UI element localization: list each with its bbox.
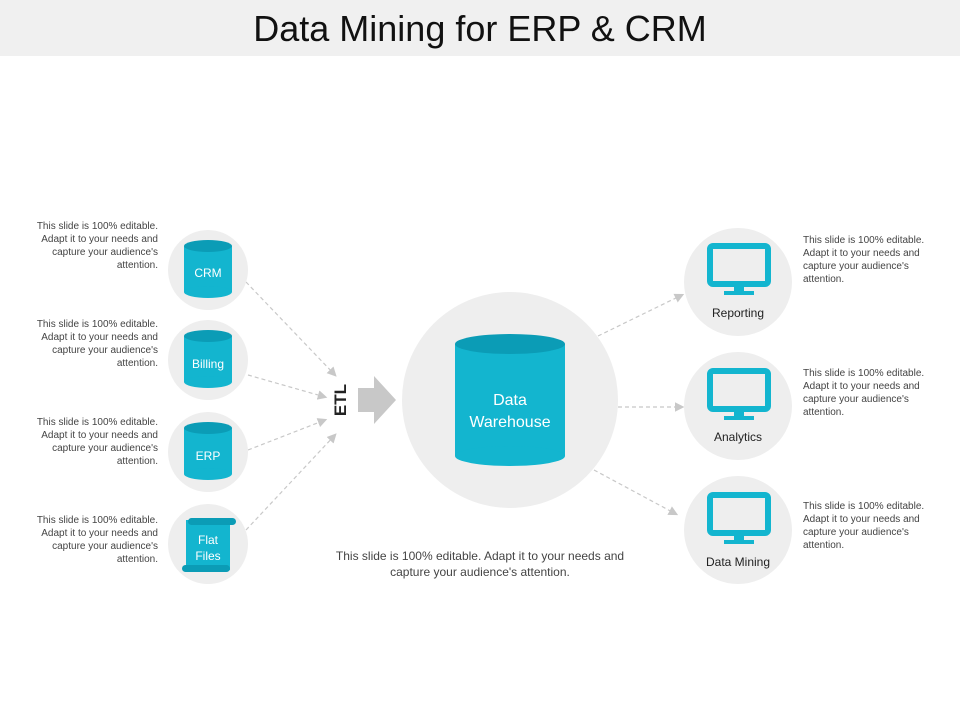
output-reporting: Reporting	[684, 228, 792, 336]
source-label: ERP	[196, 449, 221, 463]
output-description: This slide is 100% editable. Adapt it to…	[803, 235, 925, 285]
page-title: Data Mining for ERP & CRM	[253, 8, 707, 49]
monitor-icon	[707, 492, 771, 544]
scroll-icon	[182, 518, 236, 572]
source-crm: CRM	[168, 230, 248, 310]
source-billing: Billing	[168, 320, 248, 400]
source-description: This slide is 100% editable. Adapt it to…	[36, 417, 158, 467]
footer-caption: This slide is 100% editable. Adapt it to…	[335, 549, 625, 579]
source-description: This slide is 100% editable. Adapt it to…	[36, 319, 158, 369]
etl-arrow-icon	[358, 376, 396, 424]
warehouse-label-line1: Data	[493, 392, 527, 409]
source-label: CRM	[194, 266, 221, 280]
output-label: Data Mining	[706, 555, 770, 569]
connector-arrow	[247, 418, 328, 451]
connector-arrow	[593, 469, 679, 516]
warehouse-label-line2: Warehouse	[469, 414, 550, 431]
data-warehouse: Data Warehouse	[402, 292, 618, 508]
title-bar	[0, 0, 960, 56]
connector-arrow	[247, 374, 328, 400]
database-icon	[184, 330, 232, 388]
connector-arrow	[245, 433, 337, 531]
database-icon	[184, 422, 232, 480]
output-description: This slide is 100% editable. Adapt it to…	[803, 501, 925, 551]
source-label-line2: Files	[195, 549, 220, 563]
database-icon	[455, 334, 565, 466]
source-flat-files: Flat Files	[168, 504, 248, 584]
source-description: This slide is 100% editable. Adapt it to…	[36, 515, 158, 565]
monitor-icon	[707, 243, 771, 295]
source-label-line1: Flat	[198, 533, 219, 547]
output-data-mining: Data Mining	[684, 476, 792, 584]
output-label: Reporting	[712, 306, 764, 320]
output-analytics: Analytics	[684, 352, 792, 460]
etl-label: ETL	[331, 384, 350, 416]
database-icon	[184, 240, 232, 298]
connector-arrow	[245, 281, 337, 377]
source-description: This slide is 100% editable. Adapt it to…	[36, 221, 158, 271]
monitor-icon	[707, 368, 771, 420]
output-label: Analytics	[714, 430, 762, 444]
source-label: Billing	[192, 357, 224, 371]
source-erp: ERP	[168, 412, 248, 492]
connector-arrow	[597, 293, 685, 337]
output-description: This slide is 100% editable. Adapt it to…	[803, 368, 925, 418]
